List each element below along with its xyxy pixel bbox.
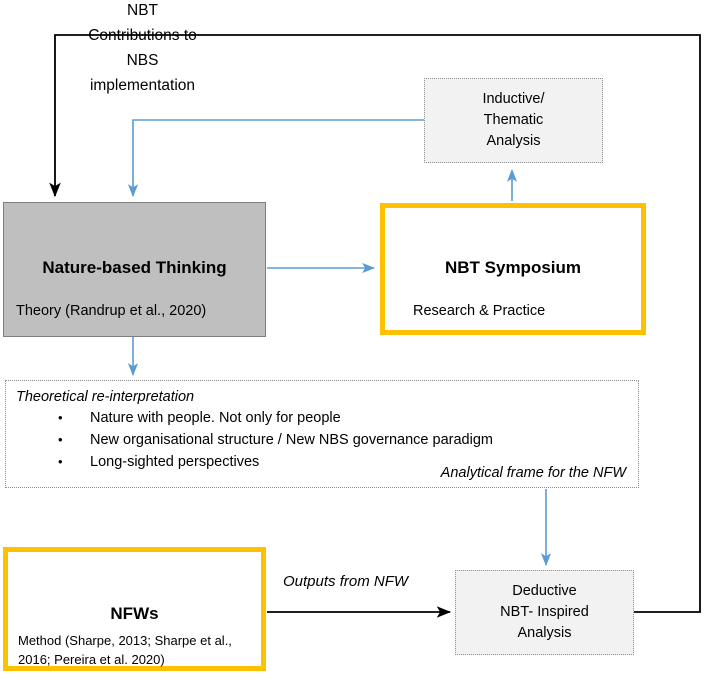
- inductive-line-2: Thematic: [483, 112, 544, 128]
- nfws-subtitle: Method (Sharpe, 2013; Sharpe et al., 201…: [18, 633, 232, 667]
- caption-line-2: Contributions to: [88, 27, 197, 44]
- node-inductive-thematic-analysis[interactable]: Inductive/ Thematic Analysis: [424, 78, 603, 163]
- theory-heading: Theoretical re-interpretation: [16, 389, 195, 405]
- caption-line-1: NBT: [127, 2, 158, 19]
- symposium-subtitle: Research & Practice: [413, 303, 546, 319]
- theory-bullet: New organisational structure / New NBS g…: [58, 429, 493, 451]
- node-nbt-symposium[interactable]: NBT Symposium Research & Practice: [380, 203, 646, 335]
- inductive-line-1: Inductive/: [482, 91, 545, 107]
- edge-inductive-to-nbt: [127, 119, 424, 197]
- theory-bullet: Nature with people. Not only for people: [58, 407, 493, 429]
- edge-label-outputs-from-nfw: Outputs from NFW: [283, 573, 409, 590]
- caption-nbt-contributions: NBT Contributions to NBS implementation: [60, 0, 225, 98]
- deductive-line-2: NBT- Inspired: [500, 604, 589, 620]
- caption-line-4: implementation: [89, 77, 196, 94]
- deductive-line-3: Analysis: [517, 625, 572, 641]
- node-nfws[interactable]: NFWs Method (Sharpe, 2013; Sharpe et al.…: [3, 547, 266, 671]
- theory-bullet: Long-sighted perspectives: [58, 451, 493, 473]
- node-nature-based-thinking[interactable]: Nature-based Thinking Theory (Randrup et…: [3, 202, 266, 337]
- inductive-line-3: Analysis: [486, 133, 541, 149]
- theory-bullet-list: Nature with people. Not only for people …: [40, 407, 493, 473]
- deductive-line-1: Deductive: [512, 583, 577, 599]
- caption-line-3: NBS: [126, 52, 159, 69]
- node-deductive-nbt-inspired-analysis[interactable]: Deductive NBT- Inspired Analysis: [455, 570, 634, 655]
- nfws-title: NFWs: [110, 604, 159, 623]
- nbt-subtitle: Theory (Randrup et al., 2020): [16, 303, 207, 319]
- theory-analytical-frame-note: Analytical frame for the NFW: [440, 465, 626, 481]
- symposium-title: NBT Symposium: [444, 258, 582, 277]
- nbt-title: Nature-based Thinking: [42, 258, 227, 277]
- node-theoretical-reinterpretation[interactable]: Theoretical re-interpretation Nature wit…: [5, 380, 639, 488]
